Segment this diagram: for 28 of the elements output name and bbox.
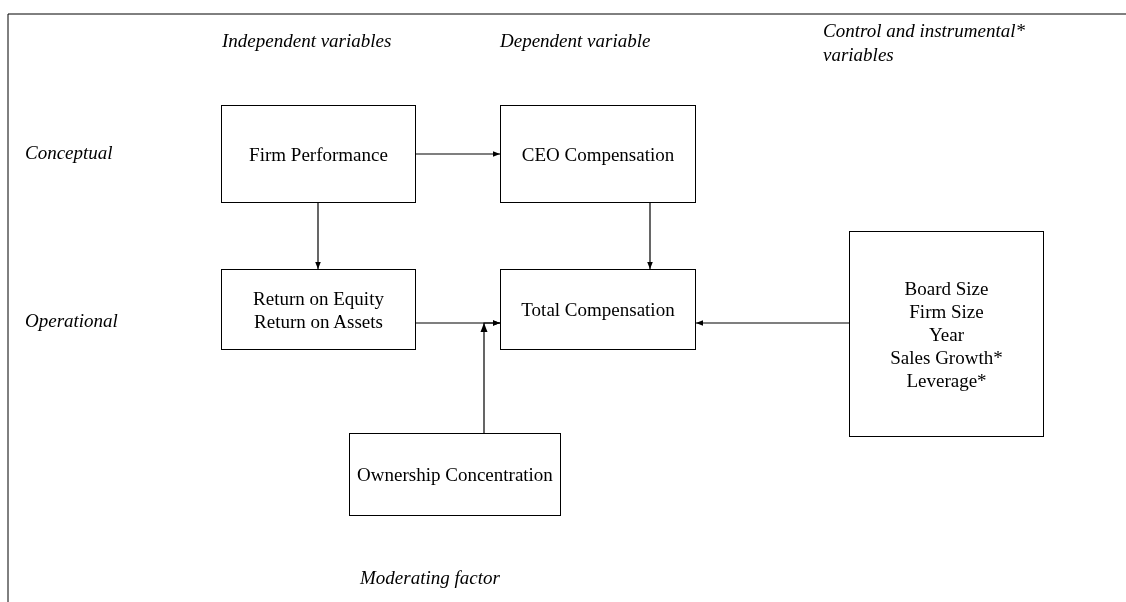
variable-name: Firm Performance xyxy=(249,142,388,166)
row-heading: Conceptual xyxy=(25,141,114,165)
variable-name: Board Size xyxy=(904,276,989,300)
variable-box xyxy=(349,433,561,516)
column-heading: Independent variables xyxy=(222,29,393,53)
variable-name: Return on Assets xyxy=(254,309,383,333)
variable-box xyxy=(500,269,696,350)
arrow xyxy=(415,151,501,157)
column-heading: Control and instrumental* variables xyxy=(823,19,1026,67)
variable-name: Total Compensation xyxy=(521,298,675,321)
variable-name: Return on Equity xyxy=(253,286,384,310)
variable-box xyxy=(849,231,1044,437)
arrow xyxy=(647,202,653,270)
row-heading: Operational xyxy=(25,309,119,333)
variable-box xyxy=(221,105,416,203)
arrow xyxy=(695,320,850,326)
variable-box xyxy=(221,269,416,350)
variable-name: CEO Compensation xyxy=(521,142,675,166)
variable-name: Ownership Concentration xyxy=(357,463,553,486)
variable-box xyxy=(500,105,696,203)
arrow xyxy=(483,320,501,434)
variable-name: Sales Growth* xyxy=(890,345,1003,369)
group-caption: Moderating factor xyxy=(360,566,501,590)
variable-name: Leverage* xyxy=(906,368,987,392)
arrow xyxy=(315,202,321,270)
variable-name: Firm Size xyxy=(909,299,984,323)
column-heading: Dependent variable xyxy=(500,29,652,53)
variable-name: Year xyxy=(929,322,964,346)
